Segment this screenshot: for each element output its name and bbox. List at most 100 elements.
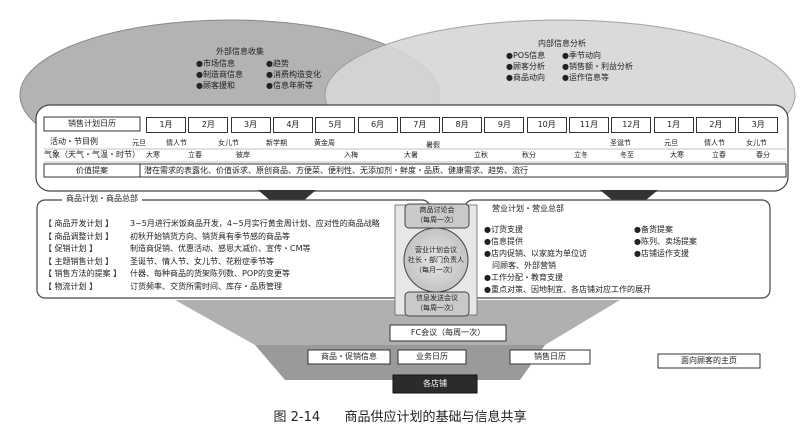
merch-row-text: 什器、每种商品的货架陈列数、POP的变更等: [130, 269, 290, 278]
info-meeting-box: [404, 291, 470, 317]
biz-calendar-box: [397, 349, 467, 365]
internal-info-left: ●POS信息 ●顾客分析 ●商品动向: [506, 50, 545, 83]
weather-label: 立秋: [474, 151, 488, 159]
external-item: ●消费构造变化: [266, 70, 321, 79]
internal-item: ●顾客分析: [506, 62, 545, 71]
month-cell: 4月: [272, 117, 313, 133]
merch-row-text: 制造商促销、优惠活动、感恩大减价、宣传・CM等: [130, 244, 311, 253]
business-meeting-sub: 社长・部门负责人: [408, 256, 464, 264]
event-label: 情人节: [704, 139, 725, 147]
weather-label: 立春: [712, 151, 726, 159]
merch-row-label: 【 促销计划 】: [44, 244, 98, 253]
event-label: 元旦: [664, 139, 678, 147]
value-text-cell: [139, 163, 787, 178]
external-info-left: ●市场信息 ●制造商信息 ●顾客援和: [196, 58, 243, 91]
weather-label: 入梅: [344, 151, 358, 159]
month-cell: 8月: [442, 117, 483, 133]
external-info-title: 外部信息收集: [216, 47, 264, 56]
event-label: 新学期: [266, 139, 287, 147]
weather-label: 彼岸: [236, 151, 250, 159]
figure-caption: 图 2-14 商品供应计划的基础与信息共享: [0, 406, 800, 425]
product-meeting: 商品讨论会 （每周一次）: [405, 205, 469, 225]
internal-item: ●POS信息: [506, 51, 546, 60]
product-meeting-box: [404, 203, 470, 229]
figure-number: 图 2-14: [273, 410, 321, 425]
weather-label: 立春: [188, 151, 202, 159]
calendar-title: 销售计划日历: [68, 119, 116, 128]
business-meeting-label: 营业计划会议: [415, 246, 457, 254]
sales-item: ●店内促销、以家庭为单位访: [484, 249, 587, 258]
internal-item: ●销售额・利益分析: [562, 62, 633, 71]
weather-label: 立冬: [574, 151, 588, 159]
sales-item: ●订货支援: [484, 225, 523, 234]
info-meeting-sub: （每周一次）: [416, 304, 458, 312]
weather-label: 春分: [756, 151, 770, 159]
month-cell: 1月: [146, 117, 186, 133]
value-text: 潜在需求的表露化、价值诉求、原创商品、方便菜、便利性、无添加剂・鲜度・品质、健康…: [144, 166, 528, 175]
month-cell: 5月: [315, 117, 356, 133]
event-label: 黄金周: [314, 139, 335, 147]
weather-label: 暑假: [426, 141, 440, 149]
internal-info-title: 内部信息分析: [538, 39, 586, 48]
month-cell: 1月: [653, 117, 694, 133]
sales-item: 问顾客、外部营销: [492, 261, 556, 270]
month-cell: 3月: [738, 117, 779, 133]
business-meeting: 营业计划会议 社长・部门负责人 （每月一次）: [404, 245, 468, 275]
month-cell: 7月: [399, 117, 440, 133]
month-cell: 6月: [357, 117, 398, 133]
figure-title: 商品供应计划的基础与信息共享: [344, 410, 527, 425]
product-meeting-label: 商品讨论会: [419, 206, 455, 214]
events-row-label: 活动・节目例: [50, 137, 98, 146]
merch-row-text: 订货频率、交货所需时间、库存・品质管理: [130, 281, 282, 291]
sales-item: ●信息提供: [484, 237, 523, 246]
internal-item: ●商品动向: [506, 73, 545, 82]
sales-plan-right: ●备货提案 ●陈列、卖场提案 ●店铺运作支援: [634, 224, 697, 260]
weather-label: 秋分: [522, 151, 536, 159]
internal-item: ●运作信息等: [562, 73, 609, 82]
sales-calendar-box: [509, 349, 591, 365]
sales-plan-left: ●订货支援 ●信息提供 ●店内促销、以家庭为单位访 问顾客、外部营销 ●工作分配…: [484, 224, 651, 296]
sales-item: ●重点对策、因地制宜、各店铺对应工作的展开: [484, 285, 651, 294]
homepage-box: [657, 353, 761, 369]
external-info-right: ●趋势 ●消费构造变化 ●信息年新等: [266, 58, 321, 91]
sales-item: ●备货提案: [634, 225, 673, 234]
fc-meeting-label: FC会议（每周一次）: [410, 328, 486, 337]
month-cell: 11月: [569, 117, 609, 133]
business-meeting-sub2: （每月一次）: [415, 266, 457, 274]
info-meeting: 信息发送会议 （每周一次）: [405, 293, 469, 313]
weather-label: 大暑: [404, 151, 418, 159]
external-item: ●顾客援和: [196, 81, 235, 90]
merch-row-label: 【 销售方法的提案 】: [44, 269, 122, 278]
biz-calendar-label: 业务日历: [416, 352, 448, 361]
promo-info-label: 商品・促销信息: [321, 352, 377, 361]
homepage-label: 面向顾客的主页: [681, 356, 737, 365]
stores-label: 各店铺: [423, 379, 447, 388]
event-label: 元旦: [132, 139, 146, 147]
info-meeting-label: 信息发送会议: [416, 294, 458, 302]
merch-row-text: 初秋开始销货方向、销货具有季节感的商品等: [130, 231, 290, 241]
value-label: 价值提案: [76, 166, 108, 175]
internal-item: ●季节动向: [562, 51, 601, 60]
merch-row-label: 【 商品调整计划 】: [44, 231, 114, 241]
month-cell: 3月: [230, 117, 271, 133]
month-cell: 10月: [526, 117, 567, 133]
external-item: ●趋势: [266, 59, 289, 68]
external-item: ●信息年新等: [266, 81, 313, 90]
funnel-band: [175, 300, 620, 345]
product-meeting-sub: （每周一次）: [416, 216, 458, 224]
month-cell: 12月: [611, 117, 652, 133]
fc-meeting-box: [389, 324, 507, 342]
sales-plan-title: 营业计划・营业总部: [488, 203, 568, 215]
external-item: ●制造商信息: [196, 70, 243, 79]
event-label: 女儿节: [746, 139, 767, 147]
weather-label: 冬至: [620, 151, 634, 159]
sales-item: ●店铺运作支援: [634, 249, 689, 258]
weather-label: 大寒: [146, 151, 160, 159]
external-item: ●市场信息: [196, 59, 235, 68]
month-cell: 2月: [188, 117, 229, 133]
calendar-title-cell: [43, 116, 141, 132]
month-cell: 2月: [695, 117, 736, 133]
merch-row-label: 【 商品开发计划 】: [44, 219, 114, 228]
internal-info-right: ●季节动向 ●销售额・利益分析 ●运作信息等: [562, 50, 633, 83]
event-label: 女儿节: [218, 139, 239, 147]
